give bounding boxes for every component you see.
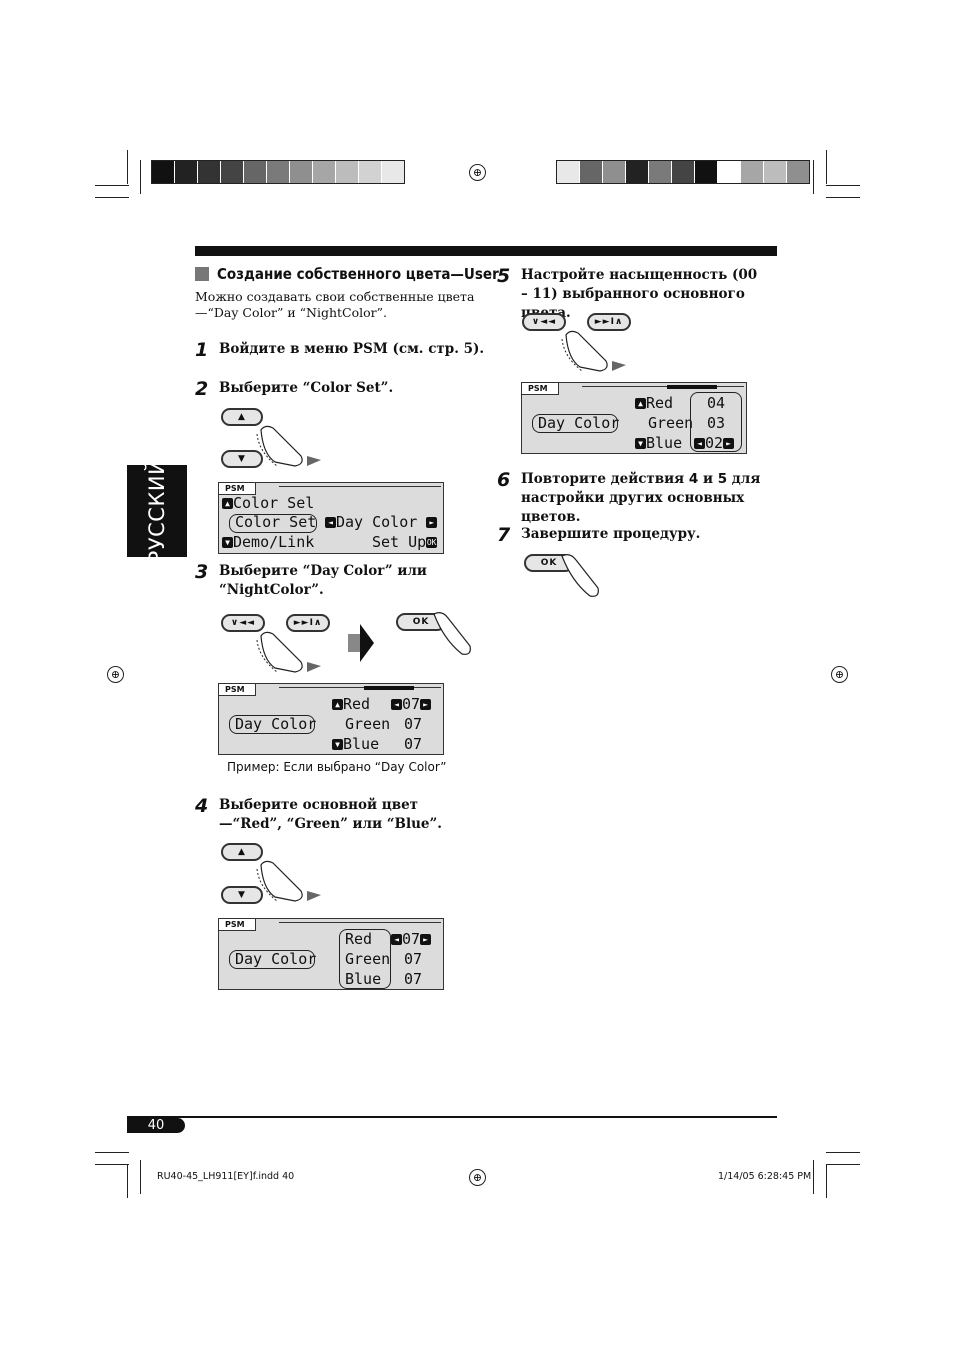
- up-button[interactable]: ▲: [221, 408, 263, 426]
- down-arrow-icon: ▼: [332, 739, 343, 750]
- down-button[interactable]: ▼: [221, 450, 263, 468]
- color-swatch: [267, 161, 290, 183]
- color-swatch: [718, 161, 741, 183]
- color-swatch: [672, 161, 695, 183]
- prev-icon: ◄: [391, 934, 402, 945]
- color-swatch: [382, 161, 404, 183]
- color-swatch: [152, 161, 175, 183]
- up-button[interactable]: ▲: [221, 843, 263, 861]
- footer-timestamp: 1/14/05 6:28:45 PM: [718, 1171, 812, 1182]
- up-arrow-icon: ▲: [332, 699, 343, 710]
- color-calibration-strip-left: [151, 160, 405, 184]
- registration-mark-icon: ⊕: [831, 666, 848, 683]
- color-swatch: [626, 161, 649, 183]
- registration-mark-icon: ⊕: [469, 164, 486, 181]
- next-icon: ►: [723, 438, 735, 449]
- psm-display-step2: PSM ▲Color Sel Color Set ◄Day Color ► ▼D…: [218, 482, 444, 554]
- prev-button[interactable]: ∨◄◄: [522, 313, 566, 331]
- ok-icon: OK: [426, 537, 438, 548]
- finger-press-icon: [256, 425, 321, 467]
- down-arrow-icon: ▼: [635, 438, 646, 449]
- prev-icon: ◄: [694, 438, 705, 449]
- up-arrow-icon: ▲: [222, 498, 233, 509]
- color-swatch: [695, 161, 718, 183]
- prev-icon: ◄: [391, 699, 402, 710]
- ok-button[interactable]: OK: [396, 613, 446, 631]
- crop-mark: [127, 150, 128, 184]
- prev-icon: ◄: [325, 517, 336, 528]
- example-caption: Пример: Если выбрано “Day Color”: [227, 760, 447, 774]
- color-calibration-strip-right: [556, 160, 810, 184]
- crop-mark: [826, 1164, 827, 1198]
- color-swatch: [764, 161, 787, 183]
- next-button[interactable]: ►►I∧: [587, 313, 631, 331]
- registration-mark-icon: ⊕: [469, 1169, 486, 1186]
- color-swatch: [649, 161, 672, 183]
- psm-display-step3: PSM Day Color ▲Red ◄07► Green 07 ▼Blue 0…: [218, 683, 444, 755]
- next-icon: ►: [420, 699, 432, 710]
- color-swatch: [313, 161, 336, 183]
- color-swatch: [221, 161, 244, 183]
- section-title: Создание собственного цвета—User: [195, 265, 499, 283]
- crop-mark: [826, 197, 860, 198]
- color-swatch: [741, 161, 764, 183]
- color-swatch: [603, 161, 626, 183]
- color-swatch: [787, 161, 809, 183]
- crop-mark: [95, 1164, 129, 1165]
- prev-button[interactable]: ∨◄◄: [221, 614, 265, 632]
- section-bullet-icon: [195, 267, 209, 281]
- finger-press-icon: [256, 860, 321, 902]
- psm-display-step4: PSM Day Color Red ◄07► Green 07 Blue 07: [218, 918, 444, 990]
- crop-mark: [826, 185, 860, 186]
- color-swatch: [175, 161, 198, 183]
- color-swatch: [198, 161, 221, 183]
- crop-mark: [813, 160, 814, 194]
- crop-mark: [95, 1152, 129, 1153]
- crop-mark: [813, 1160, 814, 1194]
- finger-press-icon: [561, 554, 599, 597]
- crop-mark: [140, 160, 141, 194]
- crop-mark: [826, 1164, 860, 1165]
- next-arrow-icon: [348, 624, 374, 662]
- crop-mark: [826, 1152, 860, 1153]
- crop-mark: [826, 150, 827, 184]
- color-swatch: [580, 161, 603, 183]
- color-swatch: [359, 161, 382, 183]
- down-button[interactable]: ▼: [221, 886, 263, 904]
- finger-press-icon: [561, 330, 626, 372]
- next-icon: ►: [426, 517, 438, 528]
- crop-mark: [95, 197, 129, 198]
- crop-mark: [140, 1160, 141, 1194]
- page-number: 40: [127, 1118, 185, 1133]
- crop-mark: [127, 1164, 128, 1198]
- color-swatch: [244, 161, 267, 183]
- psm-display-step5: PSM Day Color ▲Red Green ▼Blue 04 03 ◄02…: [521, 382, 747, 454]
- crop-mark: [95, 185, 129, 186]
- next-icon: ►: [420, 934, 432, 945]
- step-6: 6 Повторите действия 4 и 5 для настройки…: [497, 469, 761, 525]
- finger-press-icon: [256, 631, 321, 673]
- color-swatch: [557, 161, 580, 183]
- intro-text: Можно создавать свои собственные цвета—“…: [195, 289, 475, 320]
- next-button[interactable]: ►►I∧: [286, 614, 330, 632]
- up-arrow-icon: ▲: [635, 398, 646, 409]
- color-swatch: [336, 161, 359, 183]
- registration-mark-icon: ⊕: [107, 666, 124, 683]
- color-swatch: [290, 161, 313, 183]
- down-arrow-icon: ▼: [222, 537, 233, 548]
- footer-rule: [127, 1116, 777, 1118]
- header-rule: [195, 246, 777, 256]
- footer-file-info: RU40-45_LH911[EY]f.indd 40: [157, 1171, 295, 1182]
- finger-press-icon: [433, 612, 471, 655]
- language-tab: РУССКИЙ: [127, 459, 187, 563]
